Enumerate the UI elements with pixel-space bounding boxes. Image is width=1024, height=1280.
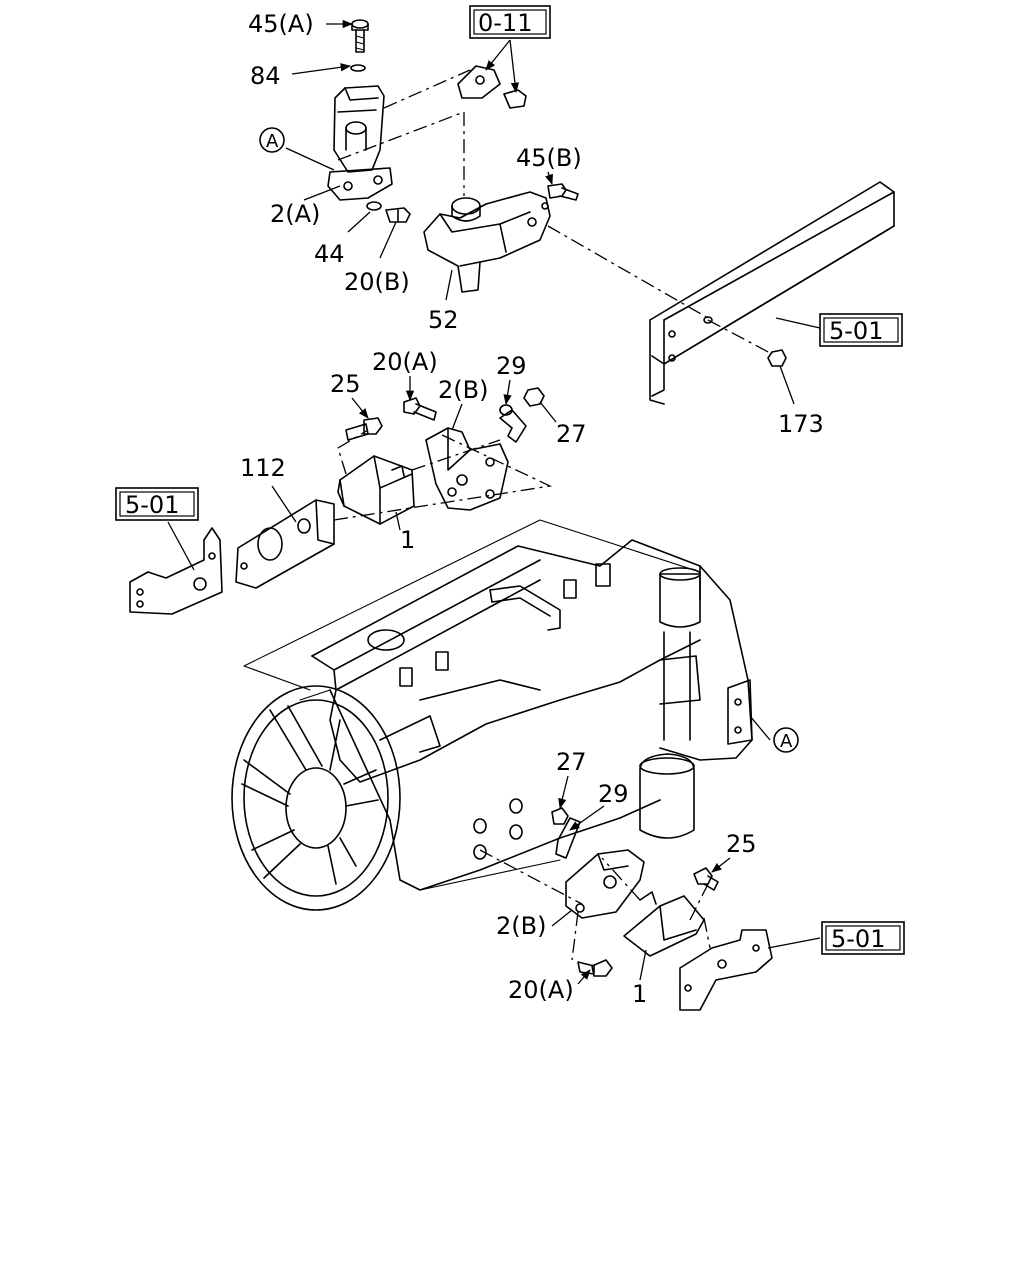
callout-45b: 45(B) xyxy=(516,144,582,172)
bracket-2a-drawing xyxy=(327,85,393,201)
ref-box-0-11: 0-11 xyxy=(469,5,551,39)
callout-20a-top: 20(A) xyxy=(372,348,438,376)
upper-mount-assembly xyxy=(327,19,579,293)
centerlines xyxy=(333,69,773,961)
callout-27-top: 27 xyxy=(556,420,587,448)
washer-44-drawing xyxy=(366,201,382,211)
callout-29-top: 29 xyxy=(496,352,527,380)
callout-52: 52 xyxy=(428,306,459,334)
frame-bracket-left-drawing xyxy=(129,527,223,615)
reference-circle-a-top: A xyxy=(259,127,285,153)
callout-2b-bottom: 2(B) xyxy=(496,912,546,940)
bolt-20a-bottom-drawing xyxy=(577,959,613,977)
washer-29-bottom-drawing xyxy=(555,817,581,859)
callout-44: 44 xyxy=(314,240,345,268)
ref-5-01-left-label: 5-01 xyxy=(125,491,179,519)
callout-25-bottom: 25 xyxy=(726,830,757,858)
reference-a-top-label: A xyxy=(266,131,279,152)
ref-box-5-01-left: 5-01 xyxy=(115,487,199,521)
insulator-1-top-drawing xyxy=(337,455,415,525)
washer-84-drawing xyxy=(350,64,366,72)
reference-circle-a-right: A xyxy=(773,727,799,753)
ref-box-5-01-bottom: 5-01 xyxy=(821,921,905,955)
ref-5-01-right-label: 5-01 xyxy=(829,317,883,345)
reference-a-right-label: A xyxy=(780,731,793,752)
callout-84: 84 xyxy=(250,62,281,90)
callout-45a: 45(A) xyxy=(248,10,314,38)
callout-1-bottom: 1 xyxy=(632,980,647,1008)
callout-173: 173 xyxy=(778,410,824,438)
callout-labels: 45(A) 84 0-11 A 2(A) 44 20(B) 45(B) 52 5… xyxy=(115,5,905,1008)
frame-bracket-bottom-drawing xyxy=(679,929,773,1011)
ref-0-11-label: 0-11 xyxy=(478,9,532,37)
plate-112-drawing xyxy=(235,499,335,589)
ref-box-5-01-right: 5-01 xyxy=(819,313,903,347)
leader-lines xyxy=(167,19,821,985)
bolt-20b-drawing xyxy=(385,207,411,223)
frame-rail-drawing xyxy=(649,181,895,405)
ref-5-01-bottom-label: 5-01 xyxy=(831,925,885,953)
bolt-20a-top-drawing xyxy=(403,397,437,421)
bolt-45b-drawing xyxy=(547,183,579,201)
bolt-25-bottom-drawing xyxy=(693,867,719,891)
nut-27-bottom-drawing xyxy=(551,807,569,825)
callout-25-top: 25 xyxy=(330,370,361,398)
bracket-2b-top-drawing xyxy=(425,427,509,511)
callout-2b-top: 2(B) xyxy=(438,376,488,404)
callout-2a: 2(A) xyxy=(270,200,320,228)
callout-20a-bottom: 20(A) xyxy=(508,976,574,1004)
bracket-52-drawing xyxy=(423,191,551,293)
bracket-2b-bottom-drawing xyxy=(565,849,645,919)
callout-112: 112 xyxy=(240,454,286,482)
callout-27-bottom: 27 xyxy=(556,748,587,776)
insulator-1-bottom-drawing xyxy=(623,891,705,957)
bolt-45a-drawing xyxy=(351,19,369,53)
bolt-25-top-drawing xyxy=(345,417,383,441)
callout-29-bottom: 29 xyxy=(598,780,629,808)
callout-20b: 20(B) xyxy=(344,268,410,296)
engine-drawing xyxy=(231,519,753,911)
nut-27-top-drawing xyxy=(523,387,545,407)
callout-1-top: 1 xyxy=(400,526,415,554)
